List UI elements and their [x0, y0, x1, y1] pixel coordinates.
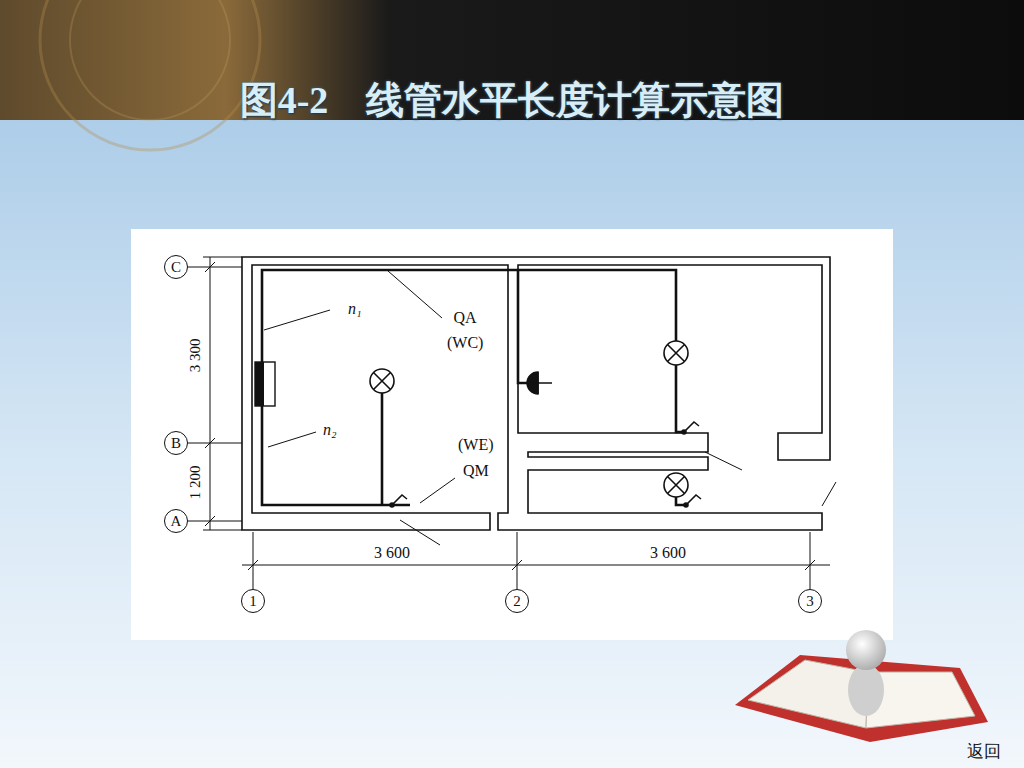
- axis-label: 2: [513, 594, 521, 609]
- socket-symbol: [530, 372, 552, 394]
- lamp-symbol: [370, 341, 688, 497]
- figure-panel: [131, 229, 893, 640]
- callout-label: n₁: [348, 300, 362, 318]
- book-illustration: [735, 630, 988, 742]
- axis-bubble: A: [164, 509, 188, 533]
- band-ornament: [70, 0, 230, 120]
- callout-label: QM: [463, 462, 489, 480]
- axis-bubble: C: [164, 255, 188, 279]
- axis-bubble: 1: [241, 589, 265, 613]
- callout-label: n₂: [323, 421, 337, 439]
- dimension-text: 3 600: [650, 544, 686, 562]
- wall-outline: [242, 257, 830, 530]
- axis-label: C: [171, 260, 181, 275]
- axis-label: B: [171, 436, 181, 451]
- dimension-text: 3 600: [374, 544, 410, 562]
- distribution-box: [255, 362, 275, 406]
- axis-bubble: B: [164, 431, 188, 455]
- band-ornament: [40, 0, 260, 150]
- axis-label: A: [171, 514, 182, 529]
- slide-title: 图4-2 线管水平长度计算示意图: [240, 75, 785, 126]
- back-button: 返回: [967, 742, 1001, 761]
- dimension-text: 3 300: [187, 338, 204, 372]
- axis-label: 1: [249, 594, 257, 609]
- dimension-text: 1 200: [187, 465, 204, 499]
- conduit-runs: [262, 270, 686, 505]
- dimension-line: [188, 257, 830, 589]
- axis-label: 3: [806, 594, 814, 609]
- leader-line: [264, 271, 836, 545]
- callout-label: QA: [454, 309, 477, 327]
- callout-label: (WE): [458, 436, 494, 454]
- plan-drawing: [188, 257, 836, 589]
- callout-label: (WC): [447, 334, 483, 352]
- axis-bubble: 3: [798, 589, 822, 613]
- switch-symbol: [390, 422, 701, 507]
- axis-bubble: 2: [505, 589, 529, 613]
